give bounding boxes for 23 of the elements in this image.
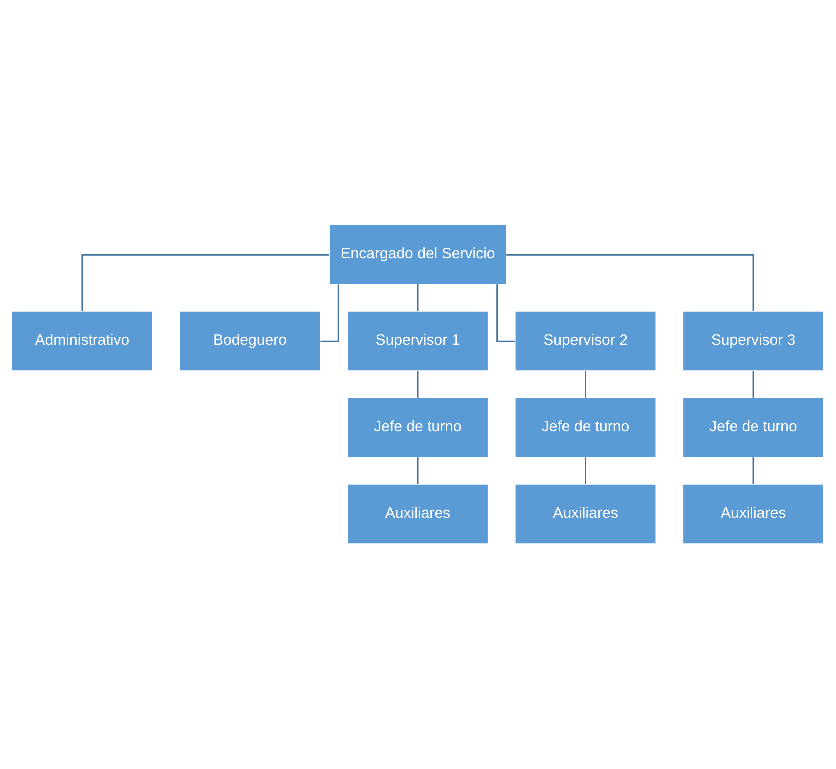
node-box: Supervisor 2 [515, 311, 656, 372]
connector [82, 254, 330, 312]
node-box: Supervisor 1 [347, 311, 489, 372]
connector [496, 284, 516, 342]
connector [585, 458, 587, 484]
node-box: Jefe de turno [515, 398, 656, 458]
node-box: Jefe de turno [347, 398, 489, 458]
connector [752, 458, 754, 484]
connector [417, 458, 419, 484]
node-box: Supervisor 3 [682, 311, 824, 372]
node-box: Encargado del Servicio [329, 224, 507, 285]
connector [320, 284, 340, 342]
connector [752, 371, 754, 398]
node-box: Auxiliares [682, 484, 824, 544]
connector [585, 371, 587, 398]
connector [506, 254, 754, 312]
connector [417, 371, 419, 398]
connector [417, 284, 419, 312]
node-box: Bodeguero [180, 311, 321, 372]
node-box: Auxiliares [515, 484, 656, 544]
node-box: Jefe de turno [682, 398, 824, 458]
node-box: Administrativo [12, 311, 154, 372]
node-box: Auxiliares [347, 484, 489, 544]
